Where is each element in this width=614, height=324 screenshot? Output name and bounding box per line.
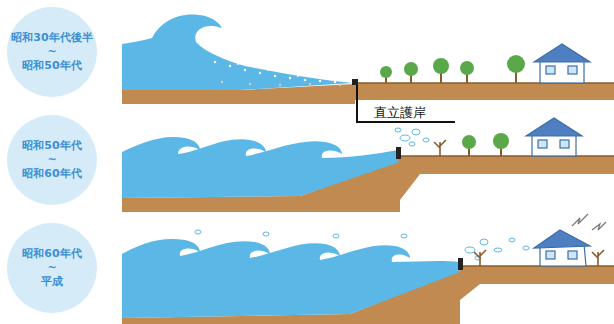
period-label: 昭和50年代 ~ 昭和60年代 — [10, 139, 94, 181]
period-circle: 昭和60年代 ~ 平成 — [6, 222, 98, 314]
period-circle: 昭和50年代 ~ 昭和60年代 — [6, 114, 98, 206]
period-label: 昭和60年代 ~ 平成 — [10, 247, 94, 289]
part-label: 直立護岸 — [374, 104, 426, 122]
period-circle: 昭和30年代後半 ~ 昭和50年代 — [6, 6, 98, 98]
period-label: 昭和30年代後半 ~ 昭和50年代 — [10, 31, 94, 73]
